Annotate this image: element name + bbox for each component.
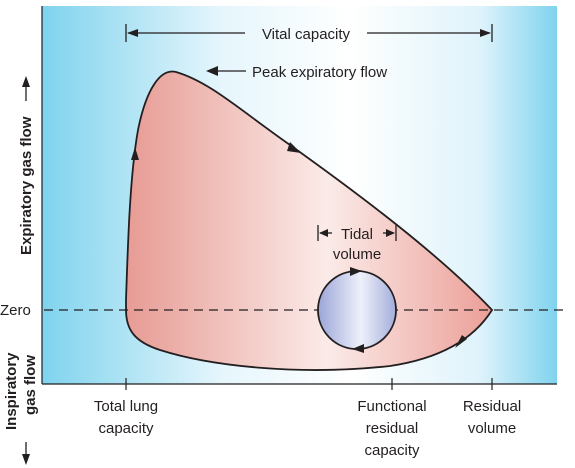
loop-arrow-bottom-return [455,335,467,348]
peak-flow-pointer-head [206,66,218,76]
total-lung-capacity-line1: Total lung [94,398,158,415]
frc-line3: capacity [364,442,420,459]
peak-expiratory-flow-label: Peak expiratory flow [252,64,387,81]
vital-capacity-arrowhead-left [127,29,138,37]
residual-volume-line1: Residual [463,398,521,415]
vital-capacity-arrowhead-right [480,29,491,37]
expiratory-axis-label: Expiratory gas flow [18,116,35,255]
tidal-arrowhead-right [386,229,395,237]
total-lung-capacity-line2: capacity [98,420,154,437]
residual-volume-line2: volume [468,420,516,437]
tidal-arrow-upper [350,267,362,276]
vital-capacity-label: Vital capacity [262,26,351,43]
flow-volume-loop [125,70,494,371]
loop-arrow-up [131,147,139,160]
inspiratory-axis-arrowhead [22,454,30,465]
tidal-volume-loop [317,270,397,350]
frc-line1: Functional [357,398,426,415]
tidal-label-line1: Tidal [341,226,373,243]
inspiratory-axis-label-line1: Inspiratory [3,352,20,430]
tidal-label-line2: volume [333,246,381,263]
zero-label: Zero [0,302,31,319]
inspiratory-axis-label-line2: gas flow [22,355,39,415]
tidal-arrow-lower [352,344,364,353]
tidal-arrowhead-left [319,229,328,237]
loop-arrow-down-slope [287,142,301,153]
frc-line2: residual [366,420,419,437]
expiratory-axis-arrowhead [22,76,30,87]
